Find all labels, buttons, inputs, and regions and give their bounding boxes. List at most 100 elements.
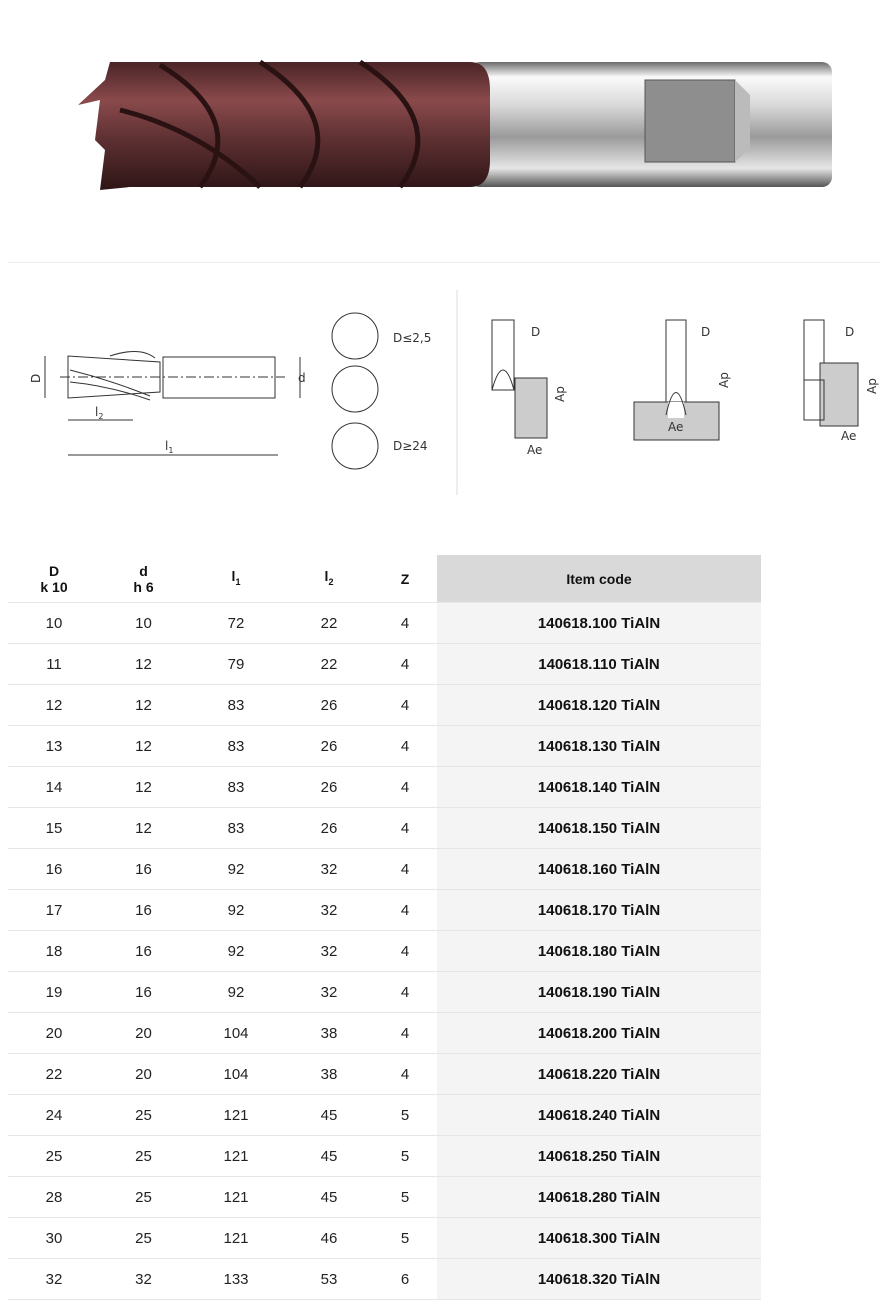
cell-d: 12 [100,807,187,849]
cell-z: 4 [373,889,437,931]
cell-l1: 121 [187,1094,285,1136]
cell-d: 12 [100,643,187,685]
cell-z: 4 [373,1053,437,1095]
header-l2: l2 [324,567,334,587]
cell-item-code[interactable]: 140618.200 TiAlN [437,1012,761,1054]
cell-l2: 53 [285,1258,373,1300]
cell-l2: 26 [285,766,373,808]
cell-D: 20 [8,1012,100,1054]
cell-item-code[interactable]: 140618.150 TiAlN [437,807,761,849]
cell-item-code[interactable]: 140618.120 TiAlN [437,684,761,726]
cell-item-code[interactable]: 140618.190 TiAlN [437,971,761,1013]
cell-item-code[interactable]: 140618.280 TiAlN [437,1176,761,1218]
cell-item-code[interactable]: 140618.160 TiAlN [437,848,761,890]
cell-D: 30 [8,1217,100,1259]
label-Ae-2: Ae [668,420,683,434]
cell-item-code[interactable]: 140618.130 TiAlN [437,725,761,767]
cell-D: 12 [8,684,100,726]
label-D: D [29,374,43,383]
cell-l2: 38 [285,1012,373,1054]
cell-l2: 22 [285,602,373,644]
cell-d: 16 [100,848,187,890]
cell-D: 11 [8,643,100,685]
cell-item-code[interactable]: 140618.100 TiAlN [437,602,761,644]
cell-item-code[interactable]: 140618.170 TiAlN [437,889,761,931]
header-item-code: Item code [437,555,761,603]
cell-item-code[interactable]: 140618.220 TiAlN [437,1053,761,1095]
cell-z: 4 [373,930,437,972]
cell-D: 15 [8,807,100,849]
cell-l2: 46 [285,1217,373,1259]
cell-item-code[interactable]: 140618.320 TiAlN [437,1258,761,1300]
cell-z: 4 [373,602,437,644]
cell-D: 25 [8,1135,100,1177]
cell-D: 13 [8,725,100,767]
label-large-diameter: D≥24 [393,439,428,453]
cell-D: 24 [8,1094,100,1136]
label-l1: l1 [165,439,173,455]
cell-z: 5 [373,1135,437,1177]
cell-item-code[interactable]: 140618.240 TiAlN [437,1094,761,1136]
label-D-3: D [845,325,854,339]
cell-D: 32 [8,1258,100,1300]
cell-l1: 92 [187,971,285,1013]
cell-l2: 32 [285,848,373,890]
cell-l1: 83 [187,725,285,767]
cell-item-code[interactable]: 140618.300 TiAlN [437,1217,761,1259]
cell-l2: 45 [285,1176,373,1218]
cell-z: 5 [373,1094,437,1136]
cell-d: 12 [100,684,187,726]
cell-item-code[interactable]: 140618.110 TiAlN [437,643,761,685]
cell-d: 12 [100,725,187,767]
end-mill-photo [78,59,832,190]
divider [8,262,880,263]
header-l1: l1 [231,567,241,587]
cell-l1: 92 [187,930,285,972]
cell-item-code[interactable]: 140618.180 TiAlN [437,930,761,972]
label-small-diameter: D≤2,5 [393,331,431,345]
cell-d: 16 [100,889,187,931]
cell-z: 4 [373,684,437,726]
cell-z: 4 [373,766,437,808]
cell-z: 4 [373,1012,437,1054]
cell-l1: 121 [187,1176,285,1218]
cell-D: 18 [8,930,100,972]
cell-d: 12 [100,766,187,808]
cell-l1: 83 [187,807,285,849]
cell-l1: 121 [187,1135,285,1177]
cell-item-code[interactable]: 140618.140 TiAlN [437,766,761,808]
cell-D: 17 [8,889,100,931]
cell-item-code[interactable]: 140618.250 TiAlN [437,1135,761,1177]
cell-z: 4 [373,971,437,1013]
cell-l2: 32 [285,889,373,931]
cell-z: 5 [373,1176,437,1218]
cell-l2: 38 [285,1053,373,1095]
label-D-1: D [531,325,540,339]
cell-l2: 45 [285,1135,373,1177]
cell-l2: 32 [285,971,373,1013]
cell-z: 6 [373,1258,437,1300]
cell-z: 4 [373,725,437,767]
cell-z: 4 [373,848,437,890]
cell-d: 25 [100,1094,187,1136]
cell-z: 4 [373,643,437,685]
cell-z: 4 [373,807,437,849]
cell-d: 20 [100,1012,187,1054]
label-Ap-2: Ap [717,372,731,388]
cell-D: 22 [8,1053,100,1095]
